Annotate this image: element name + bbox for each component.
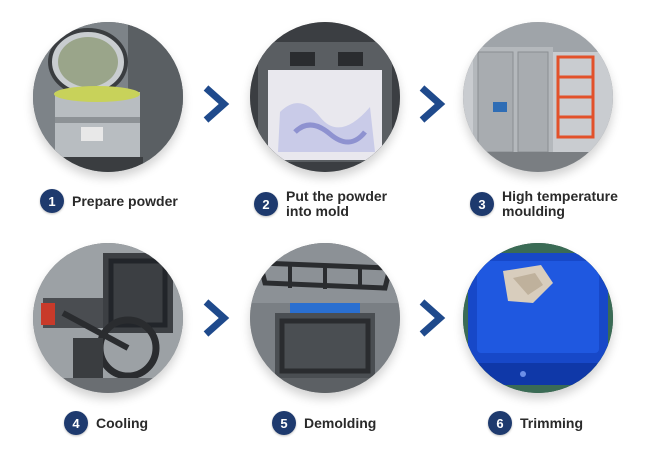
step-1-photo: [33, 22, 183, 172]
step-2-photo: [250, 22, 400, 172]
step-label: Cooling: [96, 414, 236, 431]
step-badge: 1: [40, 189, 64, 213]
step-4-caption: 4 Cooling: [64, 411, 236, 435]
blue-pallet-product-image: [463, 243, 613, 393]
cooling-machine-arm-image: [33, 243, 183, 393]
step-label: Demolding: [304, 414, 444, 431]
chevron-right-icon: [416, 298, 446, 338]
chevron-right-icon: [200, 84, 230, 124]
mold-frame-open-image: [250, 243, 400, 393]
step-label-line: into mold: [286, 203, 349, 219]
step-3-photo: [463, 22, 613, 172]
step-label: High temperature moulding: [502, 189, 642, 219]
powder-mixer-tank-image: [33, 22, 183, 172]
step-3-caption: 3 High temperature moulding: [470, 189, 642, 219]
step-label-line: High temperature: [502, 188, 618, 204]
step-4-photo: [33, 243, 183, 393]
step-badge: 4: [64, 411, 88, 435]
step-label: Trimming: [520, 414, 650, 431]
step-label: Put the powder into mold: [286, 189, 426, 219]
step-badge: 2: [254, 192, 278, 216]
step-label-line: Cooling: [96, 414, 149, 431]
step-2-caption: 2 Put the powder into mold: [254, 189, 426, 219]
step-label-line: Prepare powder: [72, 192, 178, 209]
step-label-line: moulding: [502, 203, 565, 219]
step-label-line: Put the powder: [286, 188, 388, 204]
step-label: Prepare powder: [72, 192, 212, 209]
step-label-line: Trimming: [520, 414, 584, 431]
step-5-caption: 5 Demolding: [272, 411, 444, 435]
chevron-right-icon: [200, 298, 230, 338]
powder-in-mold-image: [250, 22, 400, 172]
step-label-line: Demolding: [304, 414, 377, 431]
step-6-photo: [463, 243, 613, 393]
step-badge: 3: [470, 192, 494, 216]
rotational-oven-image: [463, 22, 613, 172]
step-6-caption: 6 Trimming: [488, 411, 650, 435]
step-5-photo: [250, 243, 400, 393]
step-1-caption: 1 Prepare powder: [40, 189, 212, 213]
chevron-right-icon: [416, 84, 446, 124]
step-badge: 6: [488, 411, 512, 435]
step-badge: 5: [272, 411, 296, 435]
